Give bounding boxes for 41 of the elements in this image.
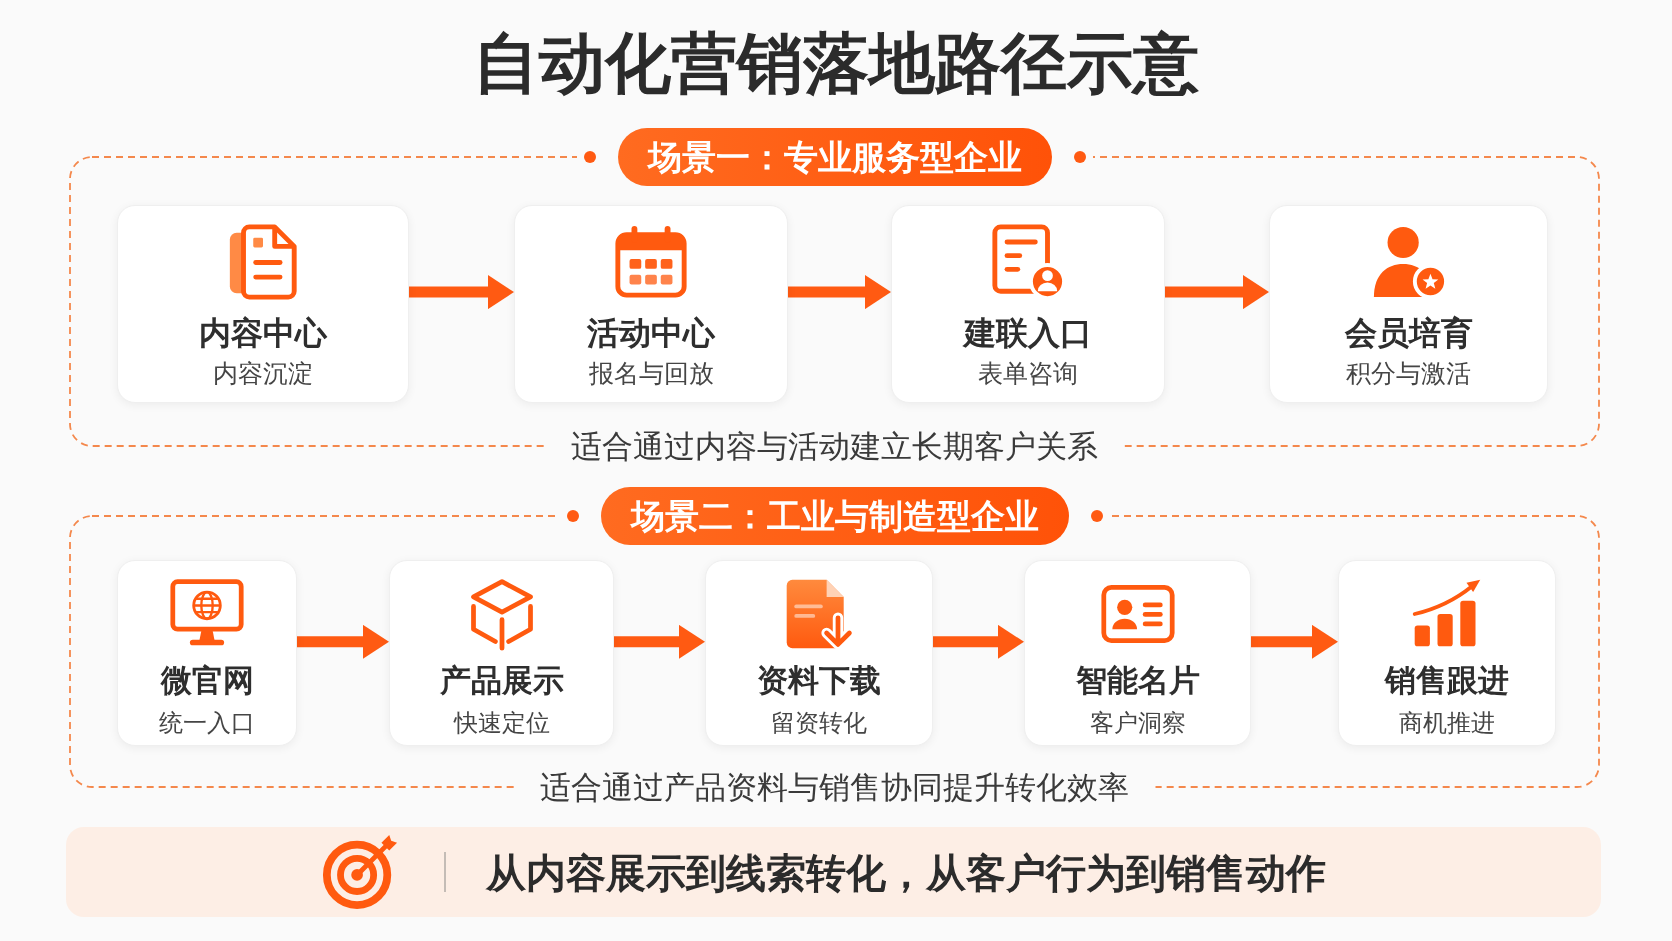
step-title: 销售跟进	[1385, 662, 1509, 700]
arrow	[1165, 275, 1269, 310]
step-title: 产品展示	[439, 662, 564, 700]
step-card	[117, 560, 297, 746]
step-card	[891, 205, 1165, 403]
summary-text: 从内容展示到线索转化，从客户行为到销售动作	[486, 849, 1326, 897]
step-subtitle: 积分与激活	[1346, 359, 1471, 389]
scene-caption: 适合通过内容与活动建立长期客户关系	[571, 426, 1098, 466]
step-subtitle: 统一入口	[159, 708, 255, 738]
step-title: 活动中心	[587, 313, 715, 353]
step-card	[1338, 560, 1556, 746]
step-card	[514, 205, 788, 403]
step-card	[1269, 205, 1548, 403]
step-subtitle: 客户洞察	[1089, 708, 1186, 738]
step-title: 建联入口	[964, 313, 1092, 353]
step-card	[705, 560, 933, 746]
arrow	[409, 275, 514, 310]
step-subtitle: 表单咨询	[978, 359, 1078, 389]
arrow	[933, 624, 1024, 659]
step-title: 会员培育	[1344, 313, 1473, 353]
step-card	[389, 560, 614, 746]
diagram-title: 自动化营销落地路径示意	[473, 26, 1199, 102]
step-subtitle: 报名与回放	[588, 359, 714, 389]
summary-banner	[66, 827, 1601, 917]
step-subtitle: 商机推进	[1399, 708, 1495, 738]
scene-heading: 场景一：专业服务型企业	[617, 128, 1052, 186]
scene-heading: 场景二：工业与制造型企业	[600, 487, 1069, 545]
step-title: 智能名片	[1075, 662, 1200, 700]
step-subtitle: 留资转化	[771, 708, 867, 738]
step-title: 内容中心	[199, 313, 327, 353]
step-card	[1024, 560, 1251, 746]
step-subtitle: 内容沉淀	[213, 359, 313, 389]
arrow	[614, 624, 705, 659]
scene-caption: 适合通过产品资料与销售协同提升转化效率	[540, 767, 1129, 807]
arrow	[1251, 624, 1338, 659]
step-title: 资料下载	[757, 662, 881, 700]
step-subtitle: 快速定位	[453, 708, 550, 738]
arrow	[788, 275, 891, 310]
step-title: 微官网	[160, 662, 254, 700]
arrow	[297, 624, 389, 659]
step-card	[117, 205, 409, 403]
